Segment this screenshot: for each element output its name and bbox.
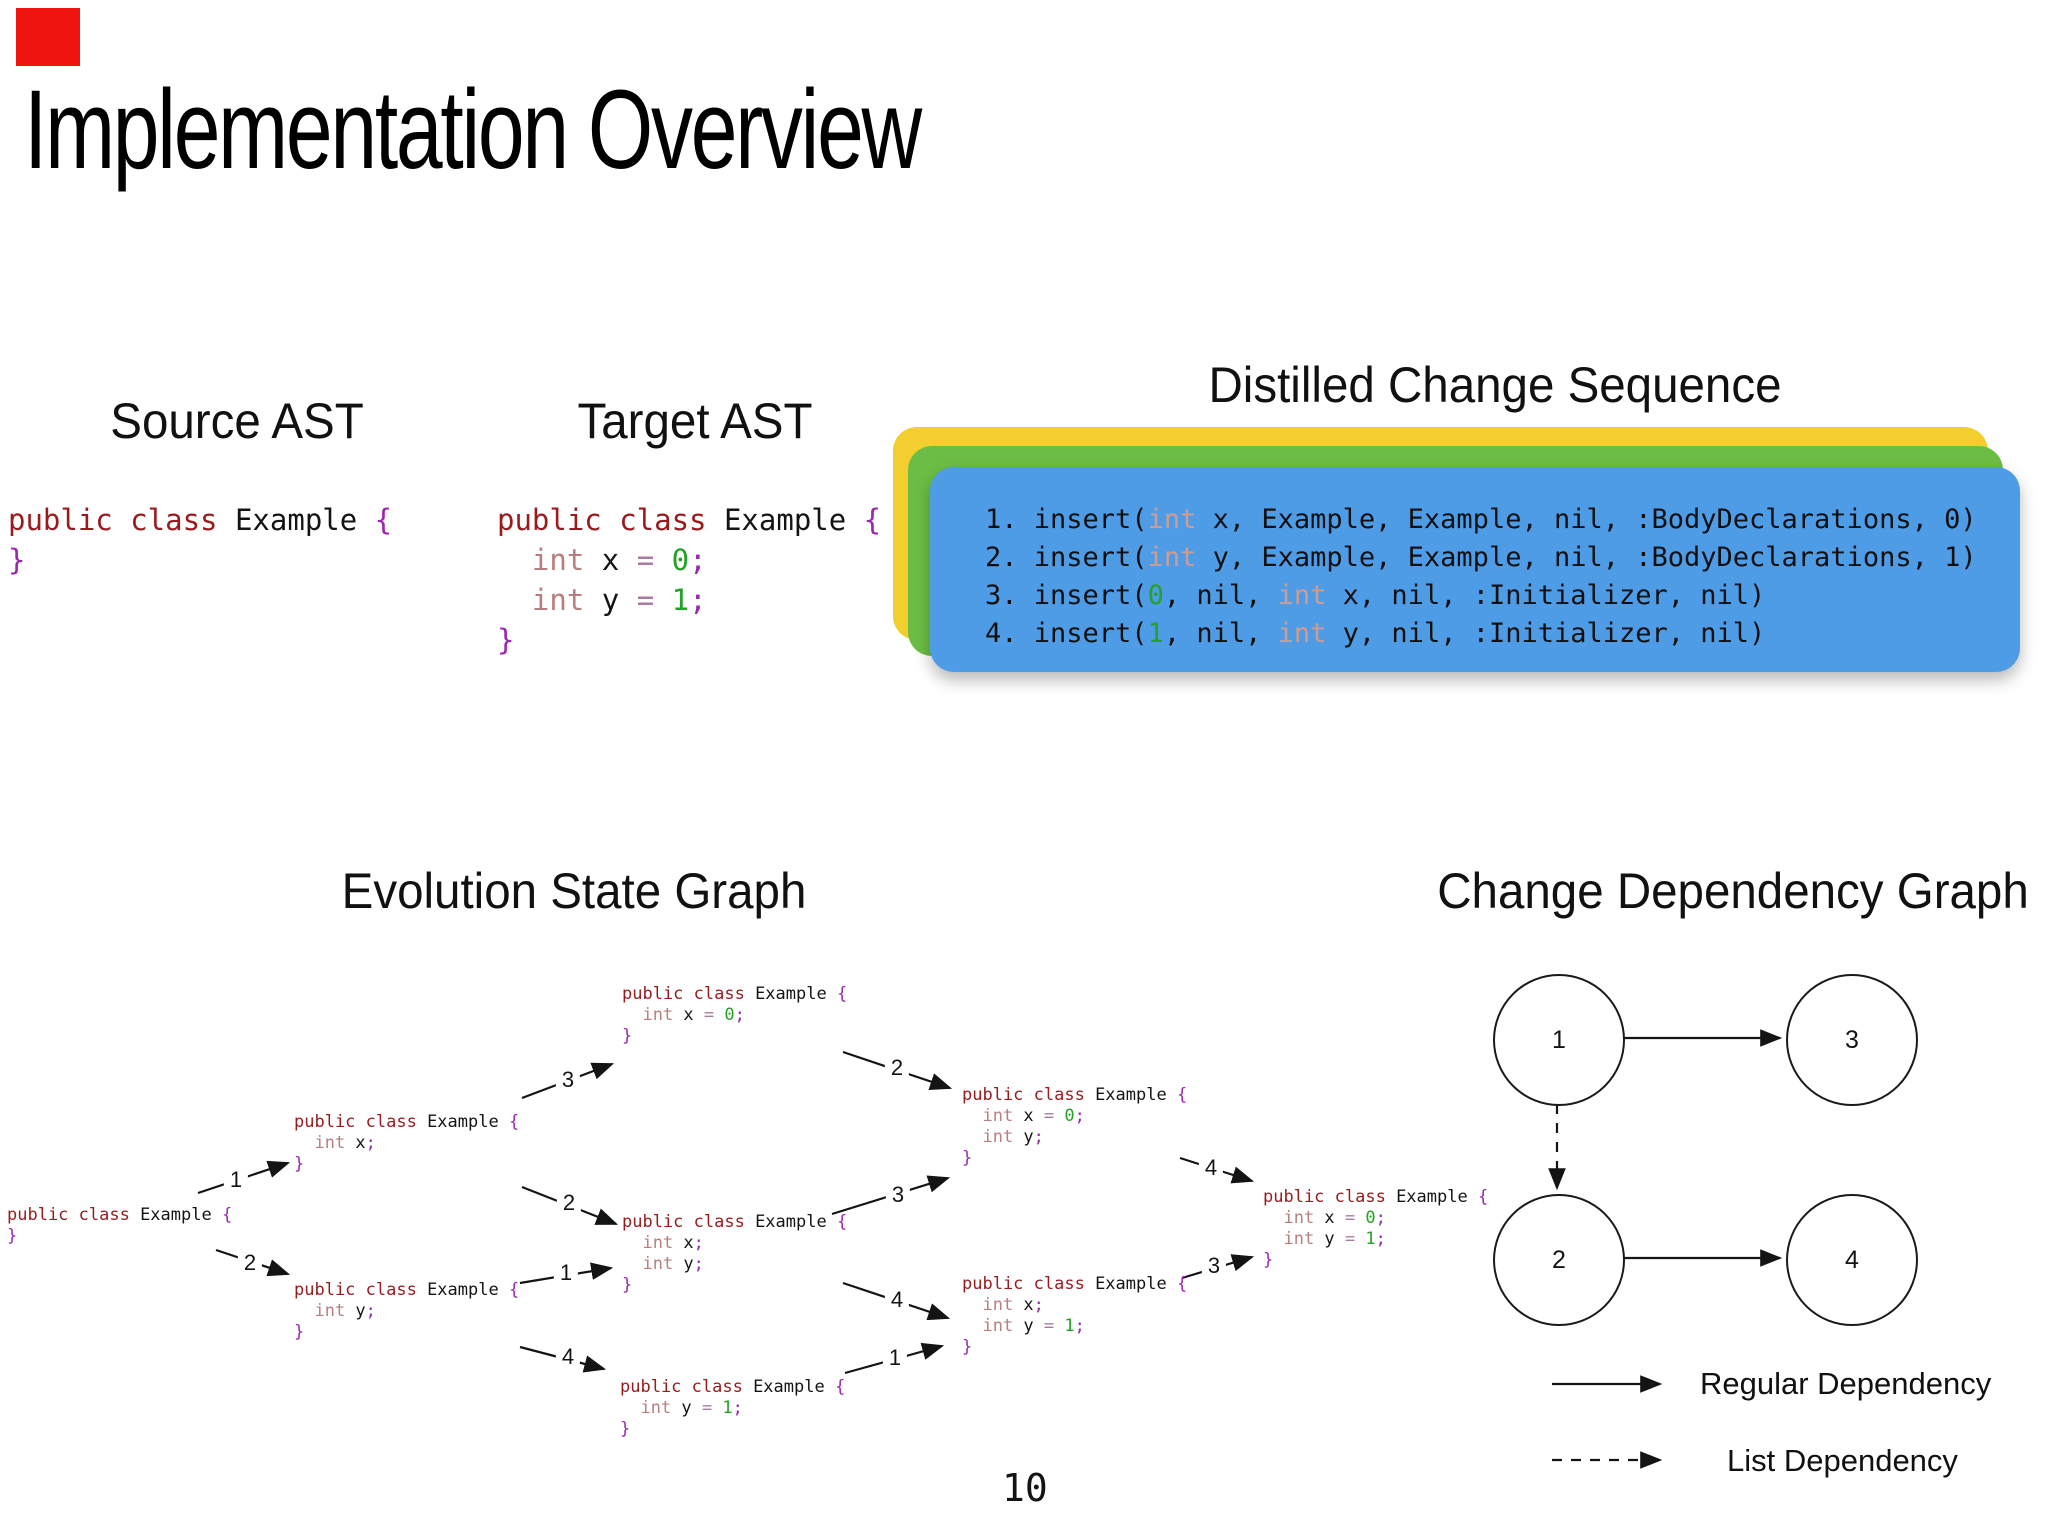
edge-label-c-e: 1 — [553, 1262, 579, 1284]
dependency-node-2: 2 — [1493, 1194, 1625, 1326]
edge-label-c-f: 4 — [555, 1346, 581, 1368]
target-ast-code: public class Example { int x = 0; int y … — [497, 503, 882, 657]
edge-label-b-d: 3 — [555, 1069, 581, 1091]
source-ast-heading: Source AST — [110, 393, 364, 449]
dependency-graph-heading: Change Dependency Graph — [1437, 863, 2029, 919]
edge-label-b-e: 2 — [556, 1192, 582, 1214]
dependency-node-3-label: 3 — [1845, 1025, 1859, 1054]
dependency-node-4: 4 — [1786, 1194, 1918, 1326]
change-sequence-heading: Distilled Change Sequence — [1208, 357, 1782, 413]
edge-label-g-i: 4 — [1198, 1157, 1224, 1179]
target-ast-heading: Target AST — [577, 393, 813, 449]
slide-title: Implementation Overview — [24, 67, 922, 192]
ast-node-x-y1: public class Example { int x; int y = 1;… — [962, 1274, 1188, 1357]
change-sequence-code: 1. insert(int x, Example, Example, nil, … — [985, 504, 1977, 649]
edge-label-a-b: 1 — [223, 1169, 249, 1191]
ast-node-y: public class Example { int y;} — [294, 1280, 520, 1342]
page-number: 10 — [1002, 1466, 1048, 1510]
legend-list-dependency: List Dependency — [1727, 1443, 1958, 1478]
card-front-blue: 1. insert(int x, Example, Example, nil, … — [930, 467, 2020, 672]
ast-node-x: public class Example { int x;} — [294, 1112, 520, 1174]
ast-node-x0-y: public class Example { int x = 0; int y;… — [962, 1085, 1188, 1168]
ast-node-y1: public class Example { int y = 1;} — [620, 1377, 846, 1439]
dependency-node-1-label: 1 — [1552, 1025, 1566, 1054]
recording-indicator — [16, 8, 80, 66]
edge-label-h-i: 3 — [1201, 1255, 1227, 1277]
dependency-node-4-label: 4 — [1845, 1245, 1859, 1274]
dependency-node-1: 1 — [1493, 974, 1625, 1106]
ast-node-x0: public class Example { int x = 0;} — [622, 984, 848, 1046]
ast-node-empty: public class Example {} — [7, 1205, 233, 1246]
edge-label-e-h: 4 — [884, 1289, 910, 1311]
edge-label-f-h: 1 — [882, 1347, 908, 1369]
source-ast-code: public class Example {} — [8, 503, 393, 577]
dependency-node-3: 3 — [1786, 974, 1918, 1106]
ast-node-final-x0-y1: public class Example { int x = 0; int y … — [1263, 1187, 1489, 1270]
evolution-graph-heading: Evolution State Graph — [341, 863, 807, 919]
ast-node-x-y: public class Example { int x; int y;} — [622, 1212, 848, 1295]
dependency-node-2-label: 2 — [1552, 1245, 1566, 1274]
edge-label-d-g: 2 — [884, 1057, 910, 1079]
legend-regular-dependency: Regular Dependency — [1700, 1366, 1992, 1401]
edge-label-a-c: 2 — [237, 1252, 263, 1274]
edge-label-e-g: 3 — [885, 1184, 911, 1206]
